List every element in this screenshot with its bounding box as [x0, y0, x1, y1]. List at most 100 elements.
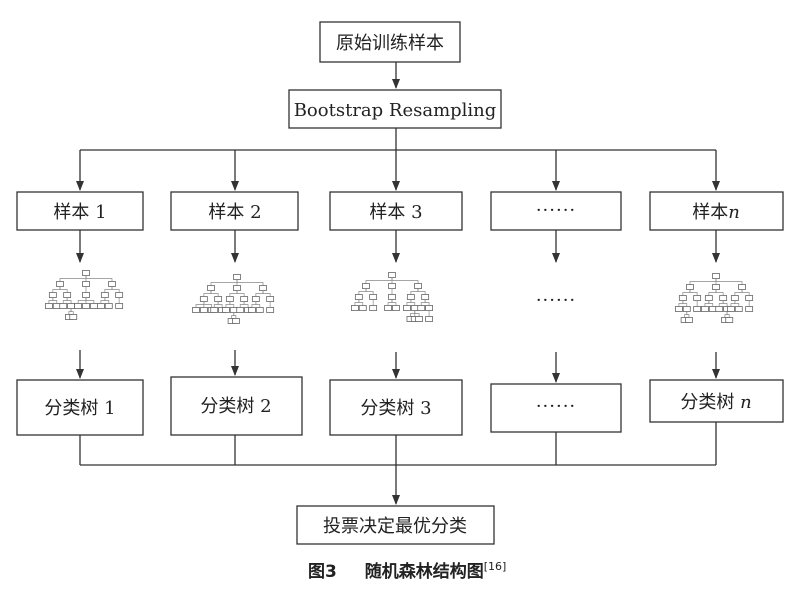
tree-node-icon	[82, 303, 90, 309]
tree-edge	[85, 275, 113, 282]
tree-edge	[236, 290, 245, 297]
tree-edge	[59, 275, 87, 282]
tree-node-icon	[403, 305, 411, 311]
tree-edge	[104, 297, 110, 304]
tree-node-icon	[369, 294, 378, 300]
tree-node-icon	[100, 292, 109, 298]
middle-ellipsis: ······	[536, 290, 576, 311]
decision-tree-3-illustration	[351, 272, 433, 322]
tree-edge	[708, 289, 717, 296]
tree-edge	[391, 277, 419, 284]
tree-node-icon	[745, 306, 754, 312]
sample-box-n: 样本n	[649, 191, 784, 231]
tree-node-icon	[745, 295, 754, 301]
decision-tree-1-illustration	[45, 270, 124, 320]
tree-node-icon	[693, 306, 702, 312]
tree-edge	[70, 308, 74, 315]
tree-edge	[59, 286, 68, 293]
tree-node-icon	[259, 285, 267, 291]
tree-edge	[406, 299, 412, 306]
tree-edge	[100, 297, 106, 304]
tree-edge	[239, 301, 245, 308]
tree-node-icon	[715, 306, 724, 312]
tree-to-classifier-arrows	[76, 350, 720, 383]
tree-node-icon	[354, 294, 363, 300]
tree-edge	[387, 299, 393, 306]
tree-node-icon	[67, 303, 75, 309]
tree-node-icon	[229, 307, 238, 313]
tree-node-icon	[115, 303, 124, 309]
tree-node-icon	[388, 294, 396, 300]
tree-edge	[704, 300, 710, 307]
tree-edge	[210, 290, 219, 297]
tree-node-icon	[384, 305, 392, 311]
tree-node-icon	[410, 305, 419, 311]
tree-node-icon	[693, 295, 702, 301]
tree-node-icon	[233, 274, 241, 280]
tree-edge	[686, 311, 690, 318]
tree-edge	[203, 290, 212, 297]
tree-node-icon	[199, 296, 208, 302]
tree-edge	[233, 312, 237, 319]
tree-node-icon	[414, 283, 422, 289]
sample-to-tree-arrows	[76, 230, 720, 263]
svg-text:分类树 1: 分类树 1	[44, 398, 115, 419]
tree-node-icon	[351, 305, 359, 311]
tree-node-icon	[425, 305, 433, 311]
tree-edge	[722, 300, 728, 307]
tree-node-icon	[199, 307, 208, 313]
tree-node-icon	[712, 273, 720, 279]
tree-node-icon	[266, 307, 275, 313]
tree-edge	[236, 279, 264, 286]
tree-edge	[715, 278, 743, 285]
tree-node-icon	[222, 307, 230, 313]
tree-edge	[689, 289, 698, 296]
bootstrap-resampling-box	[288, 89, 502, 129]
tree-node-icon	[417, 305, 426, 311]
tree-node-icon	[89, 303, 98, 309]
sample-box-2: 样本 2	[170, 191, 299, 231]
tree-edge	[243, 301, 249, 308]
decision-tree-n-illustration	[675, 273, 754, 323]
tree-node-icon	[685, 317, 693, 323]
tree-node-icon	[392, 305, 400, 311]
tree-edge	[358, 288, 367, 295]
tree-node-icon	[730, 295, 739, 301]
tree-edge	[718, 300, 724, 307]
tree-edge	[741, 289, 750, 296]
tree-edge	[52, 286, 61, 293]
svg-text:分类树 2: 分类树 2	[200, 396, 271, 417]
tree-node-icon	[214, 296, 223, 302]
tree-edge	[229, 301, 235, 308]
figure-title: 随机森林结构图	[365, 561, 484, 582]
tree-edge	[104, 286, 113, 293]
tree-node-icon	[210, 307, 219, 313]
original-samples-label: 原始训练样本	[336, 33, 444, 54]
original-samples-box	[319, 21, 461, 63]
tree-node-icon	[415, 316, 424, 322]
tree-edge	[365, 277, 393, 284]
svg-text:······: ······	[536, 200, 576, 221]
tree-edge	[410, 299, 416, 306]
tree-node-icon	[425, 316, 433, 322]
tree-node-icon	[104, 303, 113, 309]
tree-edge	[424, 299, 430, 306]
bootstrap-resampling-label: Bootstrap Resampling	[294, 100, 497, 121]
tree-edge	[354, 299, 360, 306]
tree-node-icon	[675, 306, 683, 312]
tree-node-icon	[108, 281, 116, 287]
tree-edge	[48, 297, 54, 304]
tree-node-icon	[45, 303, 53, 309]
tree-edge	[210, 279, 238, 286]
tree-edge	[410, 288, 419, 295]
tree-node-icon	[712, 284, 720, 290]
tree-node-icon	[406, 294, 415, 300]
tree-node-icon	[48, 292, 57, 298]
tree-edge	[62, 297, 68, 304]
tree-node-icon	[704, 295, 713, 301]
tree-edge	[678, 300, 684, 307]
tree-node-icon	[682, 306, 691, 312]
decision-tree-2-illustration	[192, 274, 275, 324]
tree-edge	[195, 301, 205, 308]
